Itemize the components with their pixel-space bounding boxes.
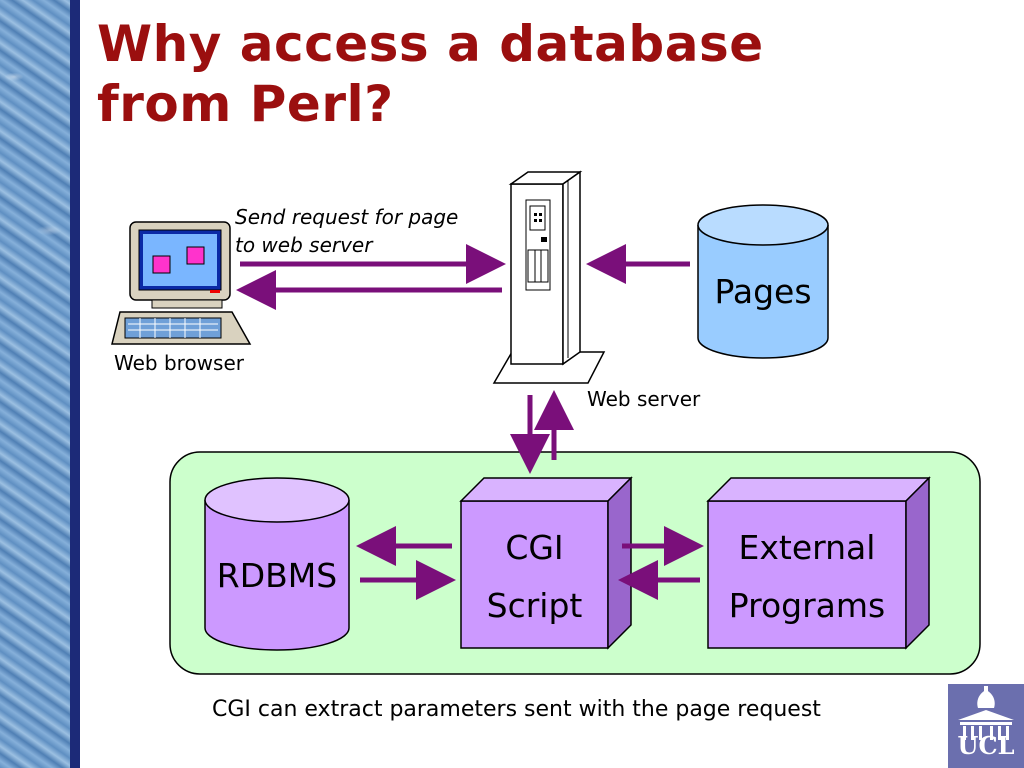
title-line-1: Why access a database — [97, 15, 764, 73]
pages-label: Pages — [714, 272, 812, 311]
computer-icon — [111, 221, 252, 345]
external-programs-box — [706, 476, 931, 650]
cgi-label-line-2: Script — [486, 586, 583, 625]
sidebar-stripe — [70, 0, 80, 768]
ucl-logo: UCL — [948, 684, 1024, 768]
cgi-script-box — [459, 476, 633, 650]
slide-title: Why access a database from Perl? — [97, 14, 764, 134]
web-server-label: Web server — [587, 387, 701, 411]
sidebar-texture — [0, 0, 70, 768]
server-icon — [492, 170, 606, 384]
title-line-2: from Perl? — [97, 75, 394, 133]
request-label-line-2: to web server — [235, 233, 373, 257]
slide-caption: CGI can extract parameters sent with the… — [212, 697, 821, 722]
rdbms-label: RDBMS — [216, 556, 338, 595]
external-label-line-2: Programs — [728, 586, 886, 625]
cgi-label-line-1: CGI — [505, 528, 564, 567]
web-browser-label: Web browser — [114, 351, 244, 375]
rdbms-cylinder — [204, 477, 350, 651]
portico-icon — [958, 686, 1014, 740]
pages-cylinder — [697, 204, 829, 359]
request-label-line-1: Send request for page — [235, 205, 459, 229]
external-label-line-1: External — [738, 528, 876, 567]
ucl-logo-text: UCL — [957, 731, 1015, 760]
